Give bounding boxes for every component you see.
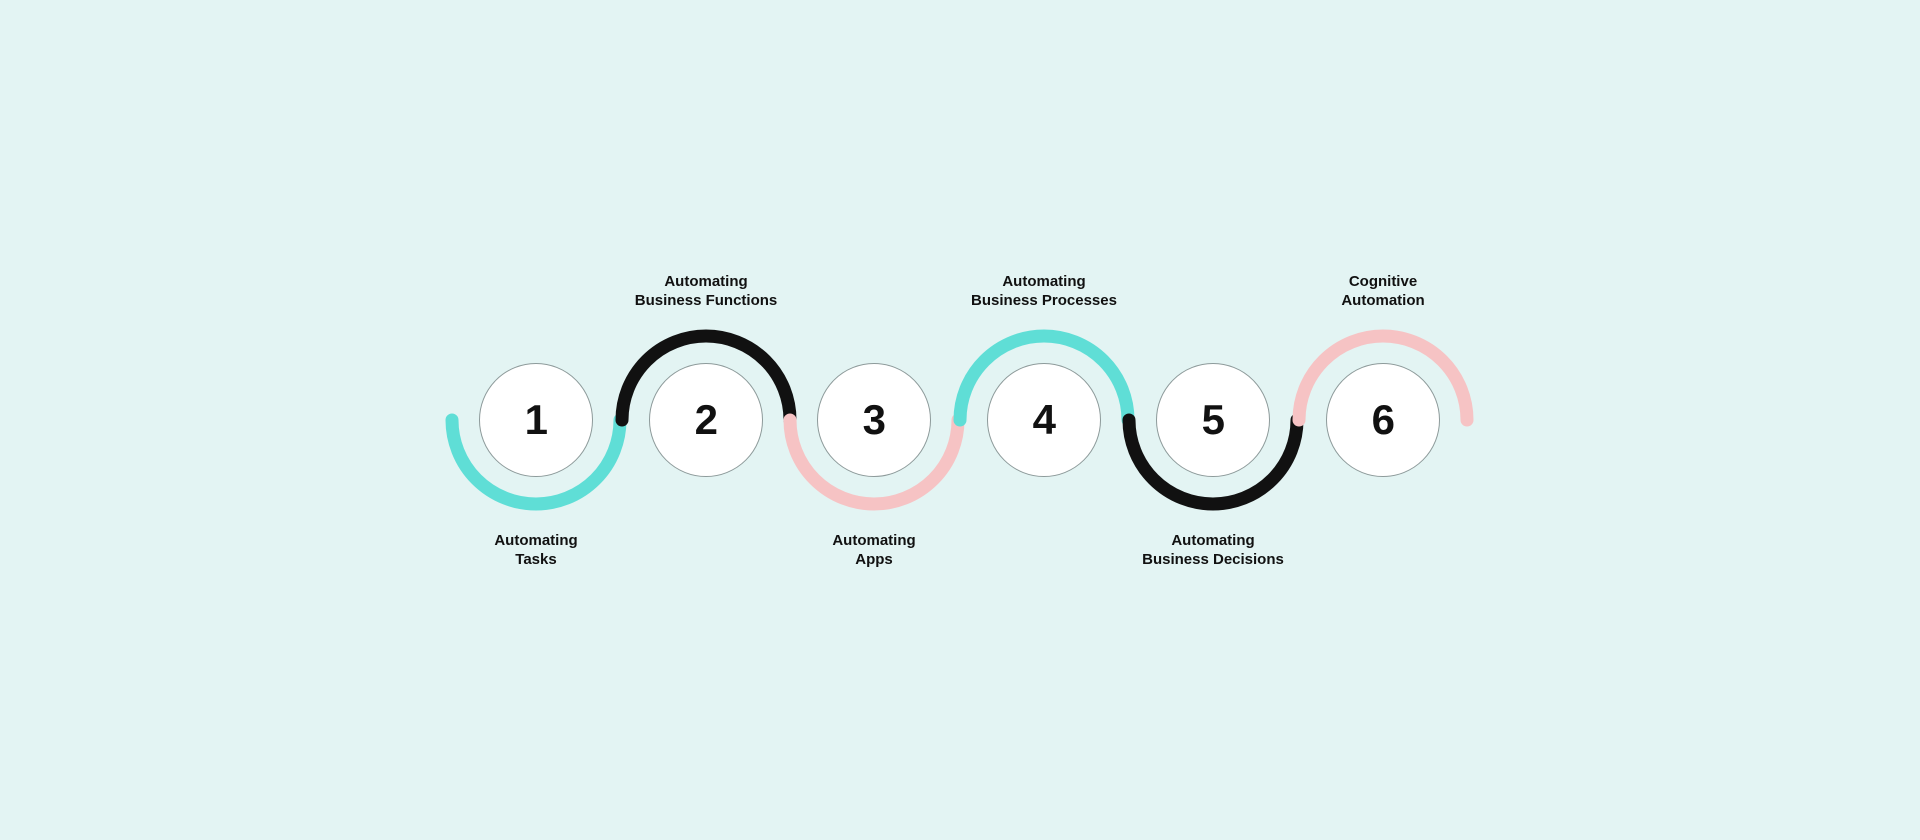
step-label-5: Automating Business Decisions bbox=[1142, 531, 1284, 569]
step-circle-3[interactable]: 3 bbox=[817, 363, 931, 477]
connector-arc-5 bbox=[1122, 413, 1304, 511]
step-number-4: 4 bbox=[1032, 396, 1056, 443]
step-circle-1[interactable]: 1 bbox=[479, 363, 593, 477]
connector-arc-1 bbox=[445, 413, 627, 511]
step-circle-4[interactable]: 4 bbox=[987, 363, 1101, 477]
step-label-4: Automating Business Processes bbox=[971, 272, 1117, 310]
step-circle-2[interactable]: 2 bbox=[649, 363, 763, 477]
connector-arc-2 bbox=[615, 329, 797, 427]
step-circle-5[interactable]: 5 bbox=[1156, 363, 1270, 477]
connector-arc-4 bbox=[953, 329, 1135, 427]
arc-layer bbox=[445, 329, 1474, 511]
step-label-1: Automating Tasks bbox=[494, 531, 578, 569]
connector-arc-3 bbox=[783, 413, 965, 511]
step-number-6: 6 bbox=[1371, 396, 1395, 443]
step-number-1: 1 bbox=[524, 396, 548, 443]
step-number-3: 3 bbox=[862, 396, 886, 443]
step-label-6: Cognitive Automation bbox=[1341, 272, 1425, 310]
step-circle-6[interactable]: 6 bbox=[1326, 363, 1440, 477]
step-number-5: 5 bbox=[1201, 396, 1225, 443]
step-number-2: 2 bbox=[694, 396, 718, 443]
step-label-3: Automating Apps bbox=[832, 531, 916, 569]
connector-arc-6 bbox=[1292, 329, 1474, 427]
step-label-2: Automating Business Functions bbox=[634, 272, 778, 310]
